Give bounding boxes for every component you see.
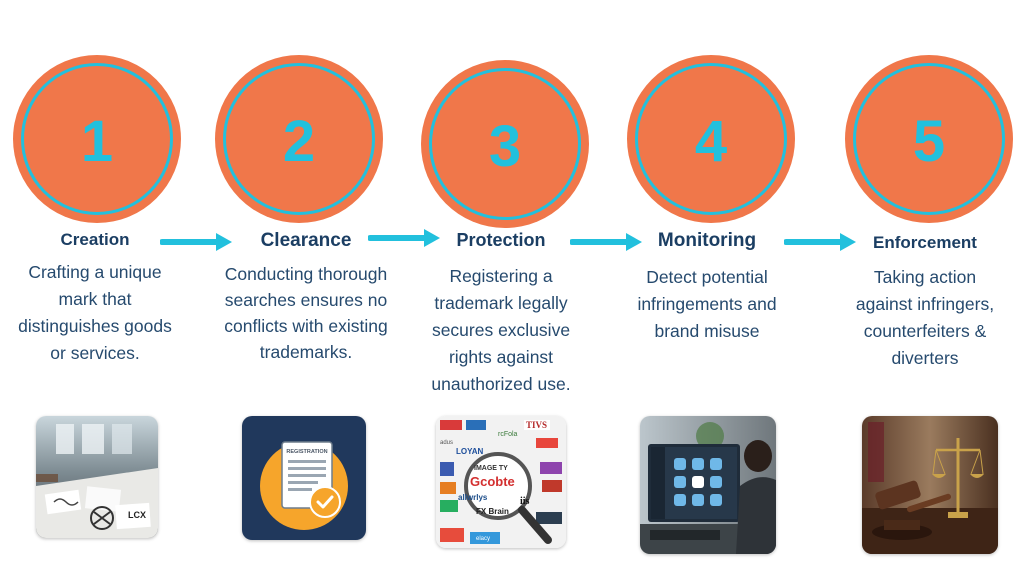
- step-ring: [223, 63, 375, 215]
- step-description: Conducting thorough searches ensures no …: [224, 264, 388, 362]
- step-number: 5: [912, 109, 946, 174]
- gavel-and-scales-image: [862, 416, 998, 554]
- svg-text:LCX: LCX: [128, 510, 146, 520]
- step-number-circle: 5: [845, 55, 1013, 223]
- step-title: Protection: [456, 230, 546, 250]
- step-number-circle: 4: [627, 55, 795, 223]
- step-number: 3: [488, 114, 522, 179]
- step-number: 2: [282, 109, 316, 174]
- step-number-circle: 2: [215, 55, 383, 223]
- svg-text:REGISTRATION: REGISTRATION: [286, 449, 327, 455]
- svg-text:allwrlys: allwrlys: [458, 493, 488, 502]
- step-description: Taking action against infringers, counte…: [855, 267, 995, 368]
- logo-sketches-on-desk-image: LCX: [36, 416, 158, 538]
- step-number-circle: 3: [421, 60, 589, 228]
- step-title: Clearance: [260, 230, 352, 251]
- magnifier-over-logos-image: TIVS adus LOYAN rcFola elacy IMAGE TY Gc…: [436, 416, 566, 548]
- svg-text:iis: iis: [520, 496, 530, 507]
- step-title: Enforcement: [873, 233, 977, 252]
- step-enforcement: 5 Enforcement Taking action against infr…: [822, 0, 1028, 579]
- registration-document-icon: REGISTRATION: [242, 416, 366, 540]
- svg-text:IMAGE TY: IMAGE TY: [474, 465, 508, 472]
- step-ring: [853, 63, 1005, 215]
- step-number: 1: [80, 109, 114, 174]
- step-description: Registering a trademark legally secures …: [431, 266, 571, 394]
- step-creation: 1 Creation Crafting a unique mark that d…: [0, 0, 206, 579]
- step-description: Detect potential infringements and brand…: [637, 267, 777, 341]
- step-monitoring: 4 Monitoring Detect potential infringeme…: [604, 0, 810, 579]
- step-protection: 3 Protection Registering a trademark leg…: [398, 0, 604, 579]
- svg-text:elacy: elacy: [476, 536, 490, 542]
- step-number: 4: [694, 109, 728, 174]
- step-ring: [21, 63, 173, 215]
- svg-text:adus: adus: [440, 440, 453, 446]
- right-arrow-icon: [784, 232, 858, 252]
- step-description: Crafting a unique mark that distinguishe…: [18, 262, 172, 363]
- step-ring: [635, 63, 787, 215]
- step-title: Monitoring: [657, 230, 757, 251]
- svg-text:rcFola: rcFola: [498, 431, 518, 438]
- svg-text:TIVS: TIVS: [526, 420, 547, 430]
- svg-text:LOYAN: LOYAN: [456, 447, 483, 456]
- step-title: Creation: [60, 230, 130, 249]
- step-ring: [429, 68, 581, 220]
- step-number-circle: 1: [13, 55, 181, 223]
- right-arrow-icon: [570, 232, 644, 252]
- step-clearance: 2 Clearance Conducting thorough searches…: [200, 0, 406, 579]
- computer-monitoring-image: [640, 416, 776, 554]
- svg-text:Gcobte: Gcobte: [470, 474, 515, 489]
- right-arrow-icon: [368, 228, 442, 248]
- svg-text:FX Brain: FX Brain: [476, 507, 509, 516]
- right-arrow-icon: [160, 232, 234, 252]
